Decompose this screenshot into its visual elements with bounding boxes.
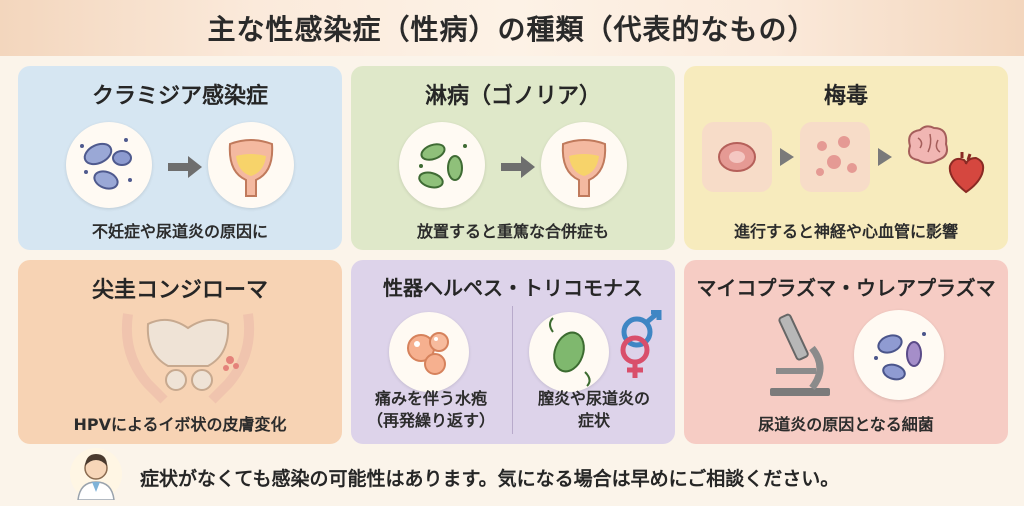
card-condyloma: 尖圭コンジローマ HPVによるイボ状の皮膚変化 xyxy=(18,260,342,444)
arrow-right-icon xyxy=(501,156,535,182)
bacteria-icon xyxy=(399,122,485,208)
card-title: マイコプラズマ・ウレアプラズマ xyxy=(696,276,996,300)
brain-icon xyxy=(902,122,952,168)
card-caption: HPVによるイボ状の皮膚変化 xyxy=(73,415,287,434)
card-gonorrhea: 淋病（ゴノリア） 放置すると重篤な合併症も xyxy=(351,66,675,250)
card-caption: 進行すると神経や心血管に影響 xyxy=(733,222,958,241)
bacteria-icon xyxy=(854,310,944,400)
divider xyxy=(512,306,513,434)
card-chlamydia: クラミジア感染症 不妊症や尿道炎の原因に xyxy=(18,66,342,250)
card-title: 尖圭コンジローマ xyxy=(91,278,268,303)
skin-lesion-icon xyxy=(702,122,772,192)
arrow-right-icon xyxy=(168,156,202,182)
page-title: 主な性感染症（性病）の種類（代表的なもの） xyxy=(207,13,817,46)
card-caption: 不妊症や尿道炎の原因に xyxy=(91,222,268,241)
card-title: 性器ヘルペス・トリコモナス xyxy=(383,276,643,300)
arrow-right-icon xyxy=(780,148,794,170)
heart-icon xyxy=(946,152,986,194)
microscope-icon xyxy=(762,308,838,400)
blister-icon xyxy=(389,312,469,392)
card-title: 淋病（ゴノリア） xyxy=(424,84,601,109)
gender-symbol-icon xyxy=(615,309,665,380)
trichomonas-caption: 膣炎や尿道炎の 症状 xyxy=(537,389,650,430)
footer: 症状がなくても感染の可能性はあります。気になる場合は早めにご相談ください。 xyxy=(0,448,1024,506)
pelvis-icon xyxy=(118,304,258,404)
skin-lesion-icon xyxy=(800,122,870,192)
card-title: クラミジア感染症 xyxy=(91,84,268,109)
bladder-icon xyxy=(208,122,294,208)
card-syphilis: 梅毒 進行すると神経や心血管に影響 xyxy=(684,66,1008,250)
card-caption: 放置すると重篤な合併症も xyxy=(416,222,609,241)
doctor-avatar-icon xyxy=(70,448,122,501)
card-caption: 尿道炎の原因となる細菌 xyxy=(758,415,934,434)
card-title: 梅毒 xyxy=(823,84,868,109)
bacteria-icon xyxy=(529,312,609,392)
herpes-caption: 痛みを伴う水疱 （再発繰り返す） xyxy=(366,389,495,430)
arrow-right-icon xyxy=(878,148,892,170)
title-band xyxy=(0,0,1024,56)
bladder-icon xyxy=(541,122,627,208)
card-herpes-trichomonas: 性器ヘルペス・トリコモナス 痛みを伴う水疱 （再発繰り返す） 膣炎や尿道炎の 症… xyxy=(351,260,675,444)
footer-notice: 症状がなくても感染の可能性はあります。気になる場合は早めにご相談ください。 xyxy=(140,468,840,490)
card-mycoplasma: マイコプラズマ・ウレアプラズマ 尿道炎の原因となる細菌 xyxy=(684,260,1008,444)
bacteria-icon xyxy=(66,122,152,208)
